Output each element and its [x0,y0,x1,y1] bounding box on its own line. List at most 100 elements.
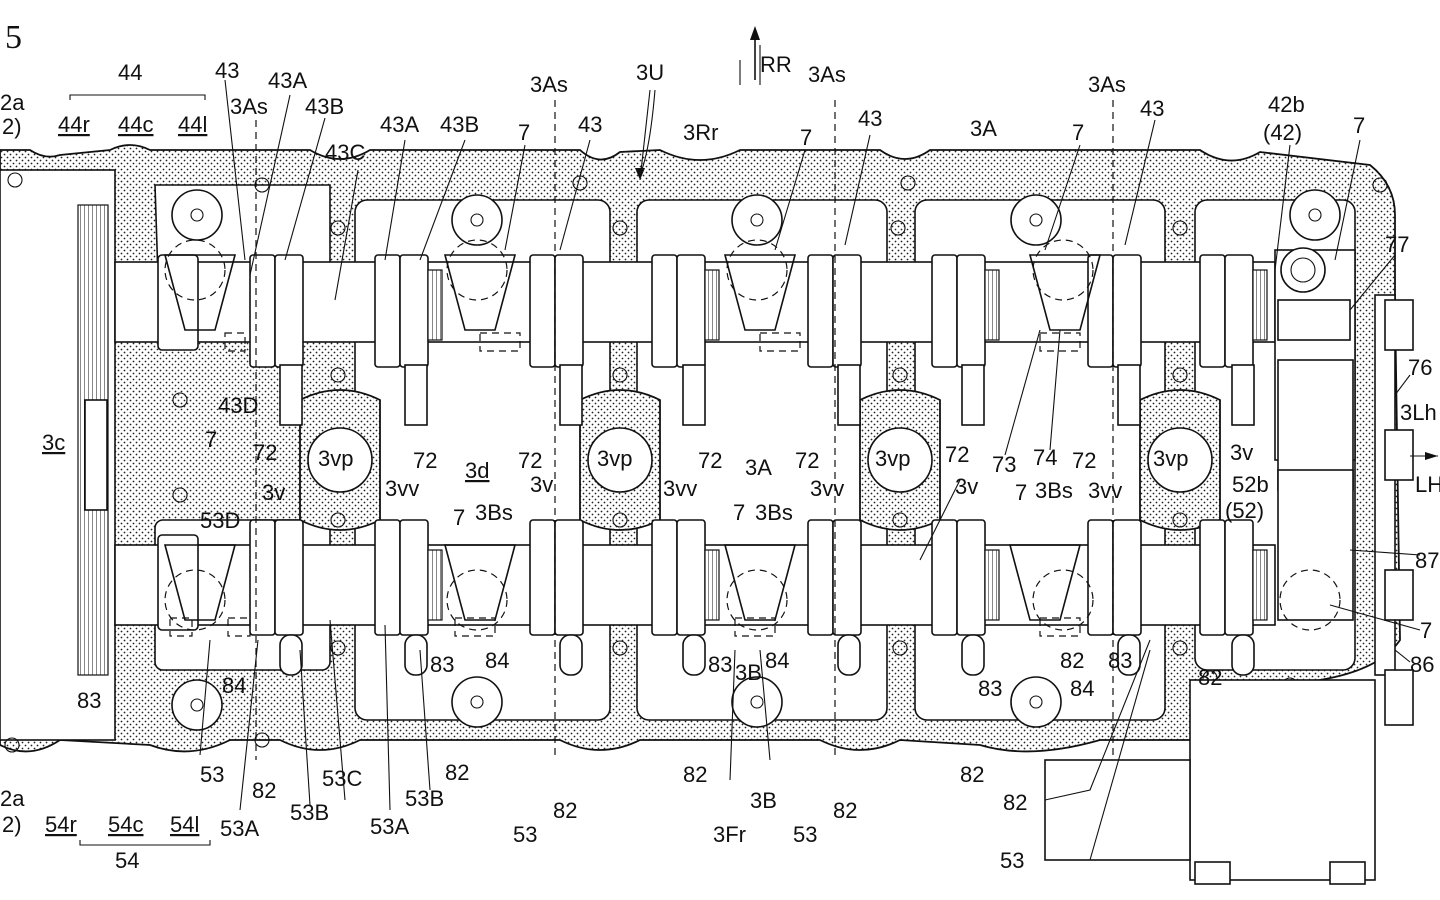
labels: 5 RR 44 43 2a 2) 43A 3As 43B 44r 44c 44l… [0,19,1440,873]
label-72-g: 72 [1072,448,1096,473]
label-3vp-c: 3vp [875,446,910,471]
label-83-e: 83 [1108,648,1132,673]
label-43A-b: 43A [380,112,419,137]
label-43D: 43D [218,393,258,418]
label-72-d: 72 [698,448,722,473]
label-3v-b: 3v [530,472,553,497]
label-52b: 52b [1232,472,1269,497]
label-83-d: 83 [77,688,101,713]
label-44r: 44r [58,112,90,137]
label-44l: 44l [178,112,207,137]
label-7-g: 7 [733,500,745,525]
label-42b: 42b [1268,92,1305,117]
cam-sprocket-left [0,169,141,741]
label-44: 44 [118,60,142,85]
label-7-c: 7 [1072,120,1084,145]
label-3Lh: 3Lh [1400,400,1437,425]
label-72-f: 72 [945,442,969,467]
label-82-e: 82 [683,762,707,787]
label-2a-top: 2a [0,90,25,115]
label-72-e: 72 [795,448,819,473]
label-82-c: 82 [445,760,469,785]
label-3vp-a: 3vp [318,446,353,471]
label-53A-b: 53A [370,814,409,839]
label-83-c: 83 [978,676,1002,701]
cap-bolts [171,189,1341,731]
label-53C: 53C [322,766,362,791]
label-77: 77 [1385,232,1409,257]
label-53-c: 53 [793,822,817,847]
label-72-a: 72 [253,440,277,465]
label-54l: 54l [170,812,199,837]
plug-holes [299,389,1221,531]
label-82-d: 82 [553,798,577,823]
label-84-b: 84 [765,648,789,673]
label-43-b: 43 [578,112,602,137]
label-82-i: 82 [1060,648,1084,673]
label-7-e: 7 [205,427,217,452]
label-43-d: 43 [1140,96,1164,121]
label-3Bs-c: 3Bs [1035,478,1073,503]
upper-lock-pins [163,239,1102,352]
label-3As-a: 3As [230,94,268,119]
label-53-b: 53 [513,822,537,847]
label-3vv-d: 3vv [1088,478,1122,503]
label-74: 74 [1033,445,1057,470]
label-2-top: 2) [2,114,22,139]
label-53-a: 53 [200,762,224,787]
label-3d: 3d [465,458,489,483]
label-3vv-c: 3vv [810,476,844,501]
label-43-c: 43 [858,106,882,131]
label-53D: 53D [200,508,240,533]
label-87: 87 [1415,548,1439,573]
label-3As-d: 3As [1088,72,1126,97]
label-3vp-d: 3vp [1153,446,1188,471]
label-3B-a: 3B [735,660,762,685]
label-82-a: 82 [1198,665,1222,690]
label-82-h: 82 [1003,790,1027,815]
figure-number: 5 [5,19,22,56]
label-43B-b: 43B [440,112,479,137]
label-3v-a: 3v [262,480,285,505]
label-72-c: 72 [518,448,542,473]
lower-lock-pins [163,544,1341,637]
label-84-a: 84 [485,648,509,673]
label-53B-a: 53B [290,800,329,825]
label-73: 73 [992,452,1016,477]
label-3vv-a: 3vv [385,476,419,501]
label-83-b: 83 [708,652,732,677]
label-3A-a: 3A [970,116,997,141]
label-2-bottom: 2) [2,812,22,837]
label-53A-a: 53A [220,816,259,841]
label-44c: 44c [118,112,153,137]
right-side-housing [1044,247,1414,885]
label-3A-b: 3A [745,455,772,480]
label-54: 54 [115,848,139,873]
label-3vp-b: 3vp [597,446,632,471]
label-82-g: 82 [960,762,984,787]
label-3U: 3U [636,60,664,85]
label-43A-a: 43A [268,68,307,93]
label-84-c: 84 [1070,676,1094,701]
direction-label: RR [760,52,792,77]
label-7-a: 7 [518,120,530,145]
upper-lifters [279,359,1354,491]
label-53B-b: 53B [405,786,444,811]
label-3vv-b: 3vv [663,476,697,501]
label-83-a: 83 [430,652,454,677]
label-43-a: 43 [215,58,239,83]
label-7-h: 7 [1015,480,1027,505]
label-3v-c: 3v [955,474,978,499]
label-3Fr: 3Fr [713,822,746,847]
arrows [635,26,1438,460]
label-Lh: LH [1415,472,1440,497]
label-3As-b: 3As [530,72,568,97]
label-3As-c: 3As [808,62,846,87]
label-72-b: 72 [413,448,437,473]
label-3Rr: 3Rr [683,120,718,145]
label-3v-d: 3v [1230,440,1253,465]
label-43B-a: 43B [305,94,344,119]
label-54c: 54c [108,812,143,837]
label-86: 86 [1410,652,1434,677]
